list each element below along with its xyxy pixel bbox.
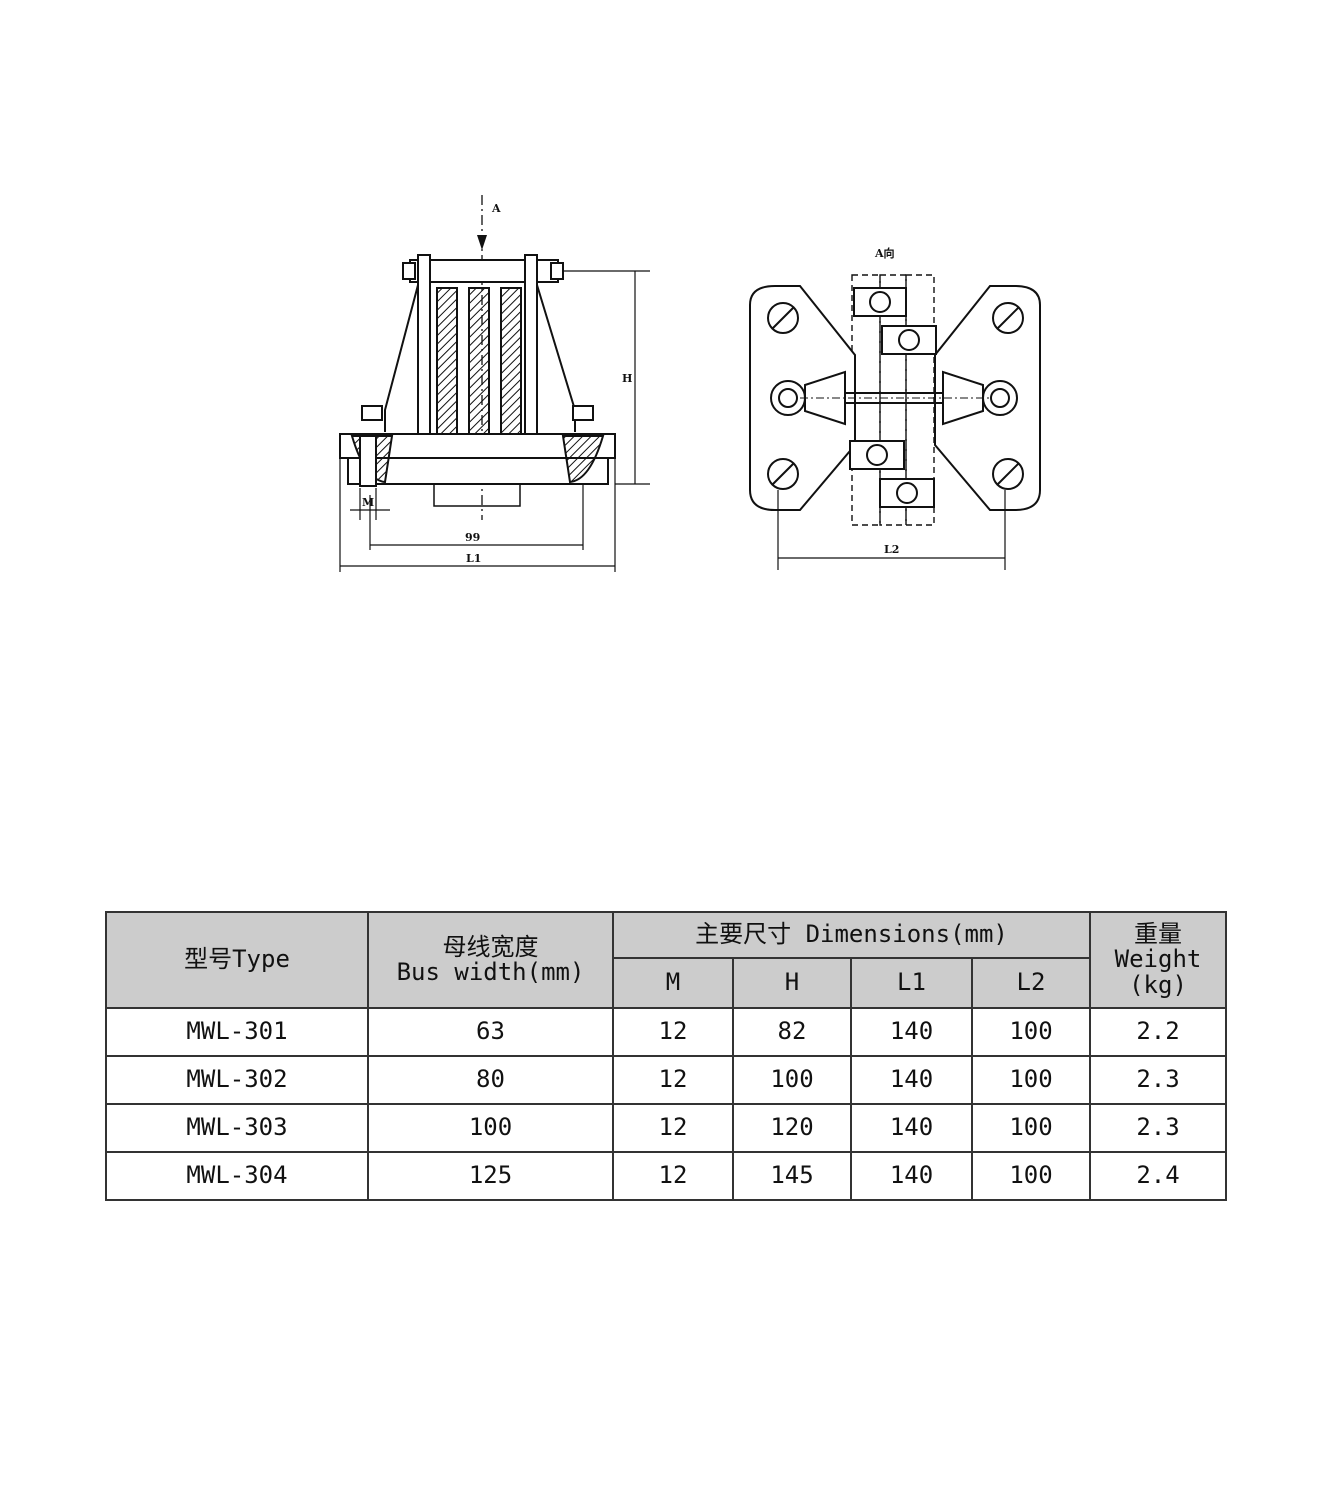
cell-type: MWL-302 [105,1055,369,1105]
header-weight-cn: 重量 [1134,920,1182,949]
top-view [749,274,1041,570]
technical-drawing: A H M 99 L1 [339,195,1041,572]
cell-l1: 140 [850,1007,973,1057]
cell-bus-width: 63 [367,1007,614,1057]
cell-m: 12 [612,1151,734,1201]
cell-type: MWL-304 [105,1151,369,1201]
cell-type: MWL-303 [105,1103,369,1153]
header-dimensions: 主要尺寸 Dimensions(mm) [612,911,1091,959]
cell-h: 100 [732,1055,852,1105]
dim-h-label: H [622,372,632,385]
cell-m: 12 [612,1007,734,1057]
cell-m: 12 [612,1103,734,1153]
cell-l2: 100 [971,1151,1091,1201]
header-l1: L1 [850,957,973,1009]
cell-l1: 140 [850,1103,973,1153]
view-arrow-icon [477,235,487,250]
cell-weight: 2.2 [1089,1007,1227,1057]
cell-l1: 140 [850,1055,973,1105]
dim-l2-label: L2 [884,543,899,556]
dim-l1-label: L1 [466,552,481,565]
cell-bus-width: 80 [367,1055,614,1105]
front-view-arrow-label: A [491,202,501,215]
header-type: 型号Type [105,911,369,1009]
cell-l2: 100 [971,1055,1091,1105]
cell-weight: 2.3 [1089,1055,1227,1105]
cell-bus-width: 125 [367,1151,614,1201]
cell-weight: 2.4 [1089,1151,1227,1201]
cell-h: 120 [732,1103,852,1153]
dim-m-label: M [362,496,374,509]
header-weight-en: Weight [1114,945,1202,974]
cell-bus-width: 100 [367,1103,614,1153]
cell-weight: 2.3 [1089,1103,1227,1153]
cell-type: MWL-301 [105,1007,369,1057]
cell-l2: 100 [971,1103,1091,1153]
header-weight: 重量 Weight (kg) [1089,911,1227,1009]
cell-m: 12 [612,1055,734,1105]
table-row: MWL-301 63 12 82 140 100 2.2 [105,1007,1227,1057]
table-row: MWL-302 80 12 100 140 100 2.3 [105,1055,1227,1105]
header-h: H [732,957,852,1009]
header-l2: L2 [971,957,1091,1009]
header-bus-width: 母线宽度 Bus width(mm) [367,911,614,1009]
cell-h: 82 [732,1007,852,1057]
dim-99-label: 99 [465,531,480,544]
table-row: MWL-304 125 12 145 140 100 2.4 [105,1151,1227,1201]
cell-h: 145 [732,1151,852,1201]
cell-l1: 140 [850,1151,973,1201]
header-bus-width-en: Bus width(mm) [396,958,585,986]
header-weight-unit: (kg) [1129,970,1187,999]
front-view [339,195,650,572]
header-m: M [612,957,734,1009]
table-row: MWL-303 100 12 120 140 100 2.3 [105,1103,1227,1153]
cell-l2: 100 [971,1007,1091,1057]
spec-table: 型号Type 母线宽度 Bus width(mm) 主要尺寸 Dimension… [105,911,1227,1201]
header-bus-width-cn: 母线宽度 [442,932,539,961]
top-view-title: A向 [874,246,895,260]
